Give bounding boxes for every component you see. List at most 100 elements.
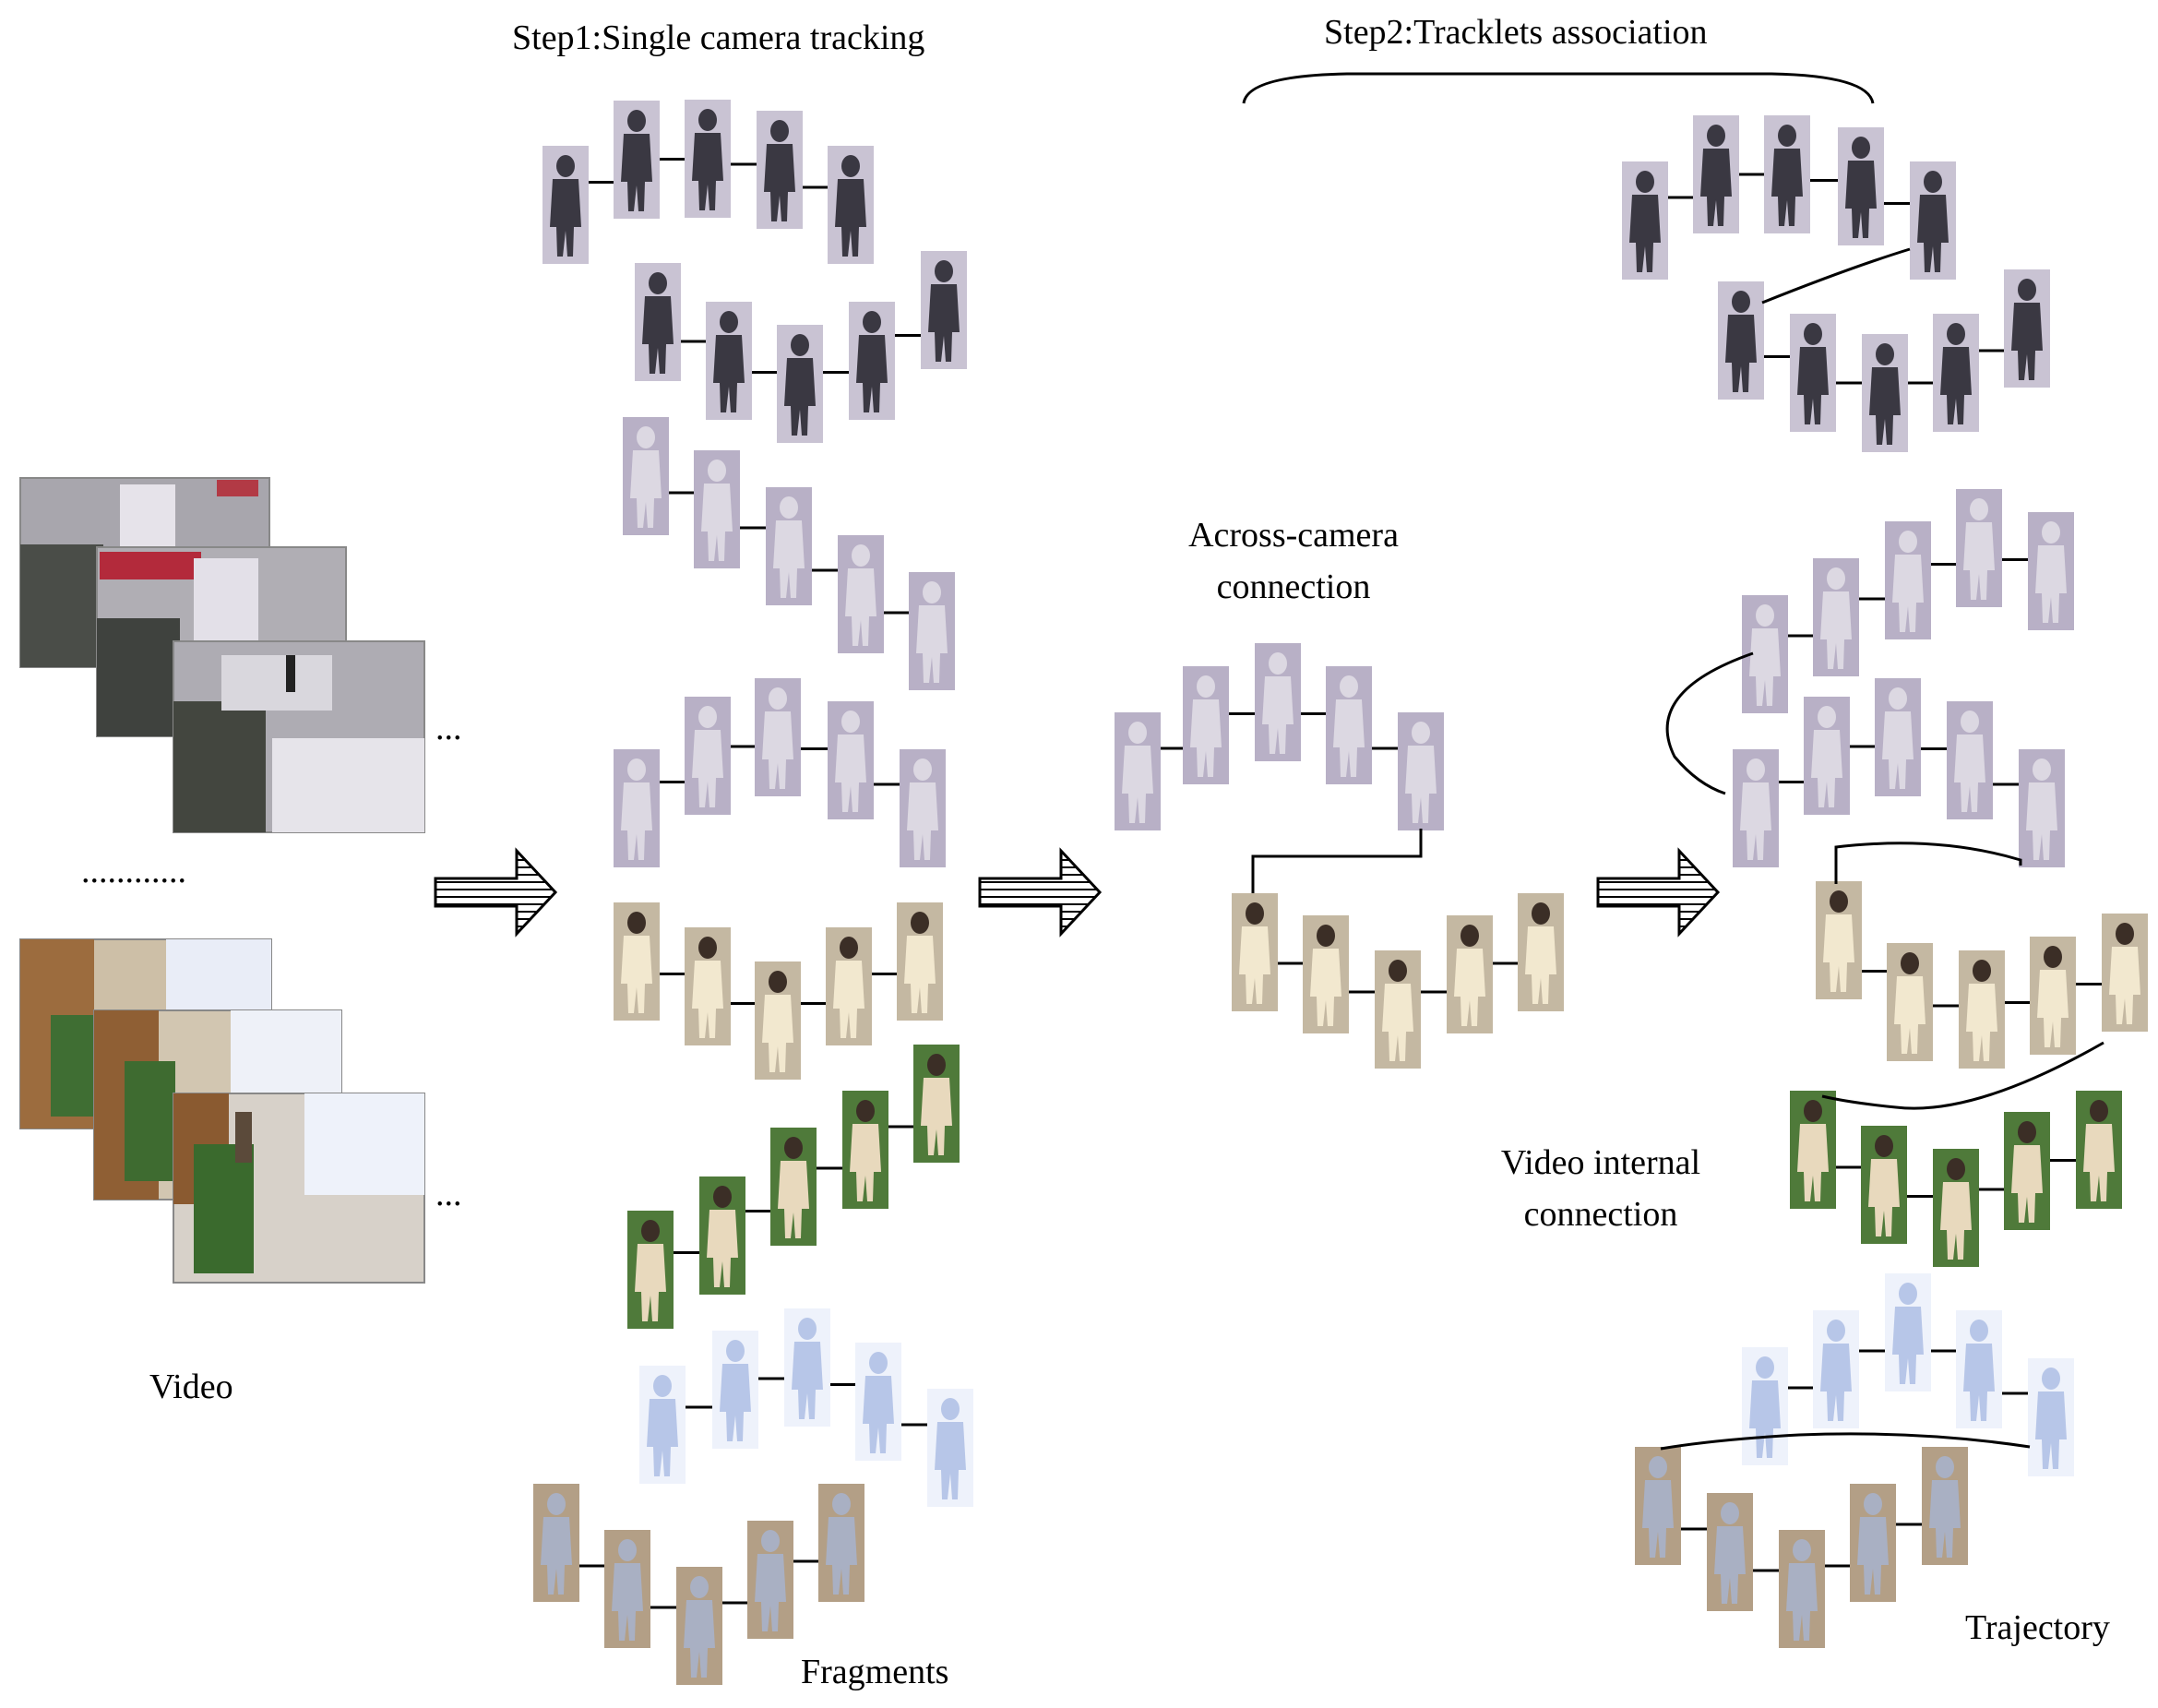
video-frames-street [19,477,425,833]
person-crop [838,535,884,653]
person-crop [685,927,731,1045]
lobby-frame-3 [173,1093,425,1284]
person-crop [1303,915,1349,1033]
person-crop [766,487,812,605]
person-crop [842,1091,888,1209]
person-crop [623,417,669,535]
tracklet-chain [1718,269,2050,452]
white-tracklet-link [1665,651,1754,795]
person-crop [1375,950,1421,1069]
tracklet-chain [627,1045,960,1329]
person-crop [828,701,874,819]
person-crop [699,1176,745,1295]
person-crop [1635,1447,1681,1565]
person-crop [1862,334,1908,452]
person-crop [1622,161,1668,280]
person-crop [1933,1149,1979,1267]
person-crop [909,572,955,690]
person-crop [2004,269,2050,388]
tracklet-chain [533,1484,864,1685]
person-crop [1861,1126,1907,1244]
person-crop [542,146,589,264]
person-crop [1910,161,1956,280]
fragments-label: Fragments [801,1653,949,1691]
person-crop [900,749,946,867]
hatched-right-arrow-icon [978,847,1103,938]
across-camera-label: Across-camera connection [1188,509,1399,613]
tracklet-chain [542,100,874,264]
person-crop [2028,1358,2074,1476]
tracklet-chains [533,100,2148,1685]
blue-grey-link [1660,1432,2031,1451]
person-crop [2028,512,2074,630]
video-frames-lobby [19,938,425,1284]
person-crop [1398,712,1444,830]
person-crop [614,902,660,1021]
person-crop [826,927,872,1045]
hatched-right-arrow-icon [434,847,558,938]
person-crop [849,302,895,420]
person-crop [1816,881,1862,999]
person-crop [1742,1347,1788,1465]
person-crop [2019,749,2065,867]
tracklet-chain [1232,893,1564,1069]
person-crop [1922,1447,1968,1565]
video-internal-line-1: Video internal [1500,1143,1701,1182]
tracklet-chain [635,251,967,443]
tracklet-chain [614,678,946,867]
tracklet-chain [1635,1447,1968,1648]
person-crop [897,902,943,1021]
person-crop [1850,1484,1896,1602]
person-crop [1956,1310,2002,1428]
person-crop [927,1389,973,1507]
person-crop [1933,314,1979,432]
person-crop [1804,697,1850,815]
dark-tracklet-link [1761,247,1911,305]
person-crop [921,251,967,369]
person-crop [1956,489,2002,607]
person-crop [1183,666,1229,784]
person-crop [533,1484,579,1602]
tracklet-chain [1816,881,2148,1069]
person-crop [777,325,823,443]
person-crop [1718,281,1764,400]
person-crop [1885,1273,1931,1391]
person-crop [1885,521,1931,639]
person-crop [913,1045,960,1163]
person-crop [855,1343,901,1461]
tracklet-chain [1622,115,1956,280]
person-crop [1518,893,1564,1011]
person-crop [1779,1530,1825,1648]
tracklet-chain [623,417,955,690]
trajectory-label: Trajectory [1965,1608,2110,1647]
person-crop [1255,643,1301,761]
person-crop [755,961,801,1080]
person-crop [676,1567,722,1685]
hatched-right-arrow-icon [1596,847,1721,938]
video-internal-line-2: connection [1523,1195,1678,1234]
person-crop [694,450,740,568]
person-crop [755,678,801,796]
street-frame-3 [173,640,425,833]
ellipsis-street: ... [435,709,462,747]
dots-separator: ............ [81,852,186,890]
person-crop [1887,943,1933,1061]
person-crop [604,1530,650,1648]
person-crop [1790,314,1836,432]
person-crop [828,146,874,264]
ellipsis-lobby: ... [435,1175,462,1213]
person-crop [2004,1112,2050,1230]
person-crop [1232,893,1278,1011]
person-crop [635,263,681,381]
person-crop [627,1211,674,1329]
person-crop [2076,1091,2122,1209]
person-crop [784,1308,830,1427]
step2-title: Step2:Tracklets association [1324,13,1708,52]
person-crop [1733,749,1779,867]
person-crop [2102,914,2148,1032]
cream-plant-link [1821,1041,2104,1110]
person-crop [1693,115,1739,233]
tracklet-chain [639,1308,973,1507]
person-crop [770,1128,817,1246]
person-crop [614,101,660,219]
